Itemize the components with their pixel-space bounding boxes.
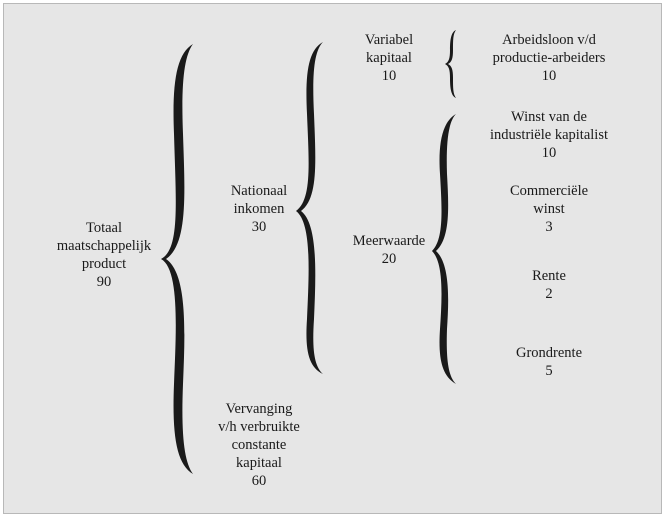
- brace-national-income-icon: [296, 42, 323, 374]
- wages-label: Arbeidsloon v/d productie-arbeiders 10: [474, 31, 624, 85]
- total-product-label: Totaal maatschappelijk product 90: [39, 219, 169, 291]
- brace-total-icon: [161, 44, 193, 474]
- replacement-capital-value: 60: [251, 473, 267, 489]
- national-income-label: Nationaal inkomen 30: [209, 182, 309, 236]
- ground-rent-label: Grondrente 5: [499, 344, 599, 380]
- surplus-value-label: Meerwaarde 20: [339, 232, 439, 268]
- commercial-profit-value: 3: [545, 219, 553, 235]
- brace-variable-capital-icon: [445, 30, 456, 98]
- wages-value: 10: [541, 68, 557, 84]
- commercial-profit-label: Commerciële winst 3: [494, 182, 604, 236]
- variable-capital-label: Variabel kapitaal 10: [344, 31, 434, 85]
- ground-rent-value: 5: [545, 363, 553, 379]
- industrial-profit-value: 10: [541, 145, 557, 161]
- brace-surplus-value-icon: [432, 114, 456, 384]
- brace-layer: [161, 30, 456, 474]
- interest-value: 2: [545, 286, 553, 302]
- industrial-profit-label: Winst van de industriële kapitalist 10: [474, 108, 624, 162]
- variable-capital-value: 10: [381, 68, 397, 84]
- surplus-value-value: 20: [381, 251, 397, 267]
- total-product-value: 90: [96, 274, 112, 290]
- national-income-value: 30: [251, 219, 267, 235]
- diagram-panel: Totaal maatschappelijk product 90 Nation…: [3, 3, 662, 514]
- replacement-capital-label: Vervanging v/h verbruikte constante kapi…: [199, 400, 319, 490]
- interest-label: Rente 2: [509, 267, 589, 303]
